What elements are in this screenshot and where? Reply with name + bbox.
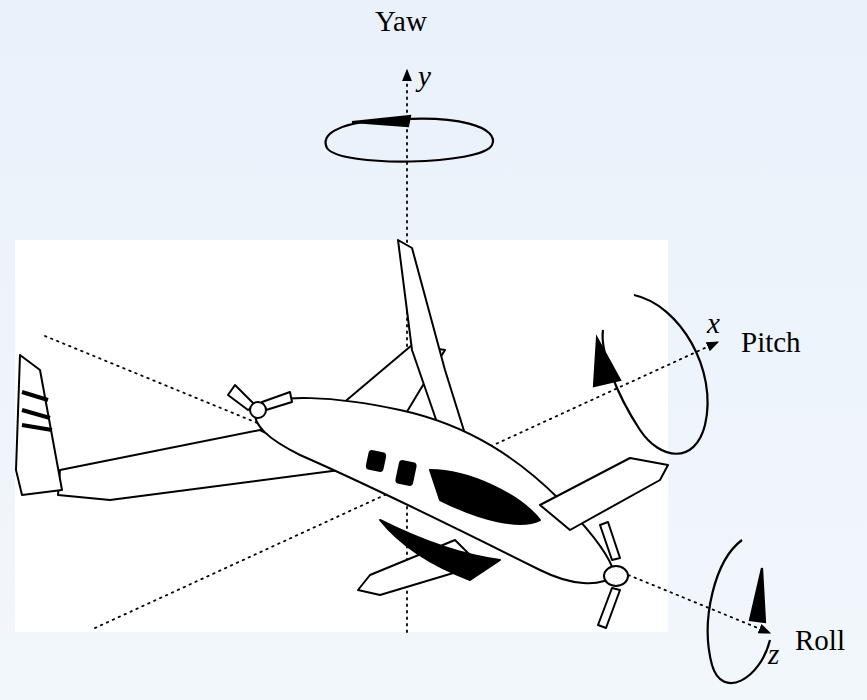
axis-letter: x bbox=[707, 309, 720, 338]
rotation-arrows bbox=[326, 116, 770, 683]
axes bbox=[45, 70, 770, 633]
axis-letter: y bbox=[418, 62, 431, 91]
axis-letter: z bbox=[768, 640, 779, 669]
airplane bbox=[16, 240, 668, 628]
axis-name: Yaw bbox=[375, 7, 427, 36]
picture-ground bbox=[15, 240, 668, 632]
axis-name: Roll bbox=[795, 626, 845, 655]
axis-name: Pitch bbox=[741, 328, 801, 357]
